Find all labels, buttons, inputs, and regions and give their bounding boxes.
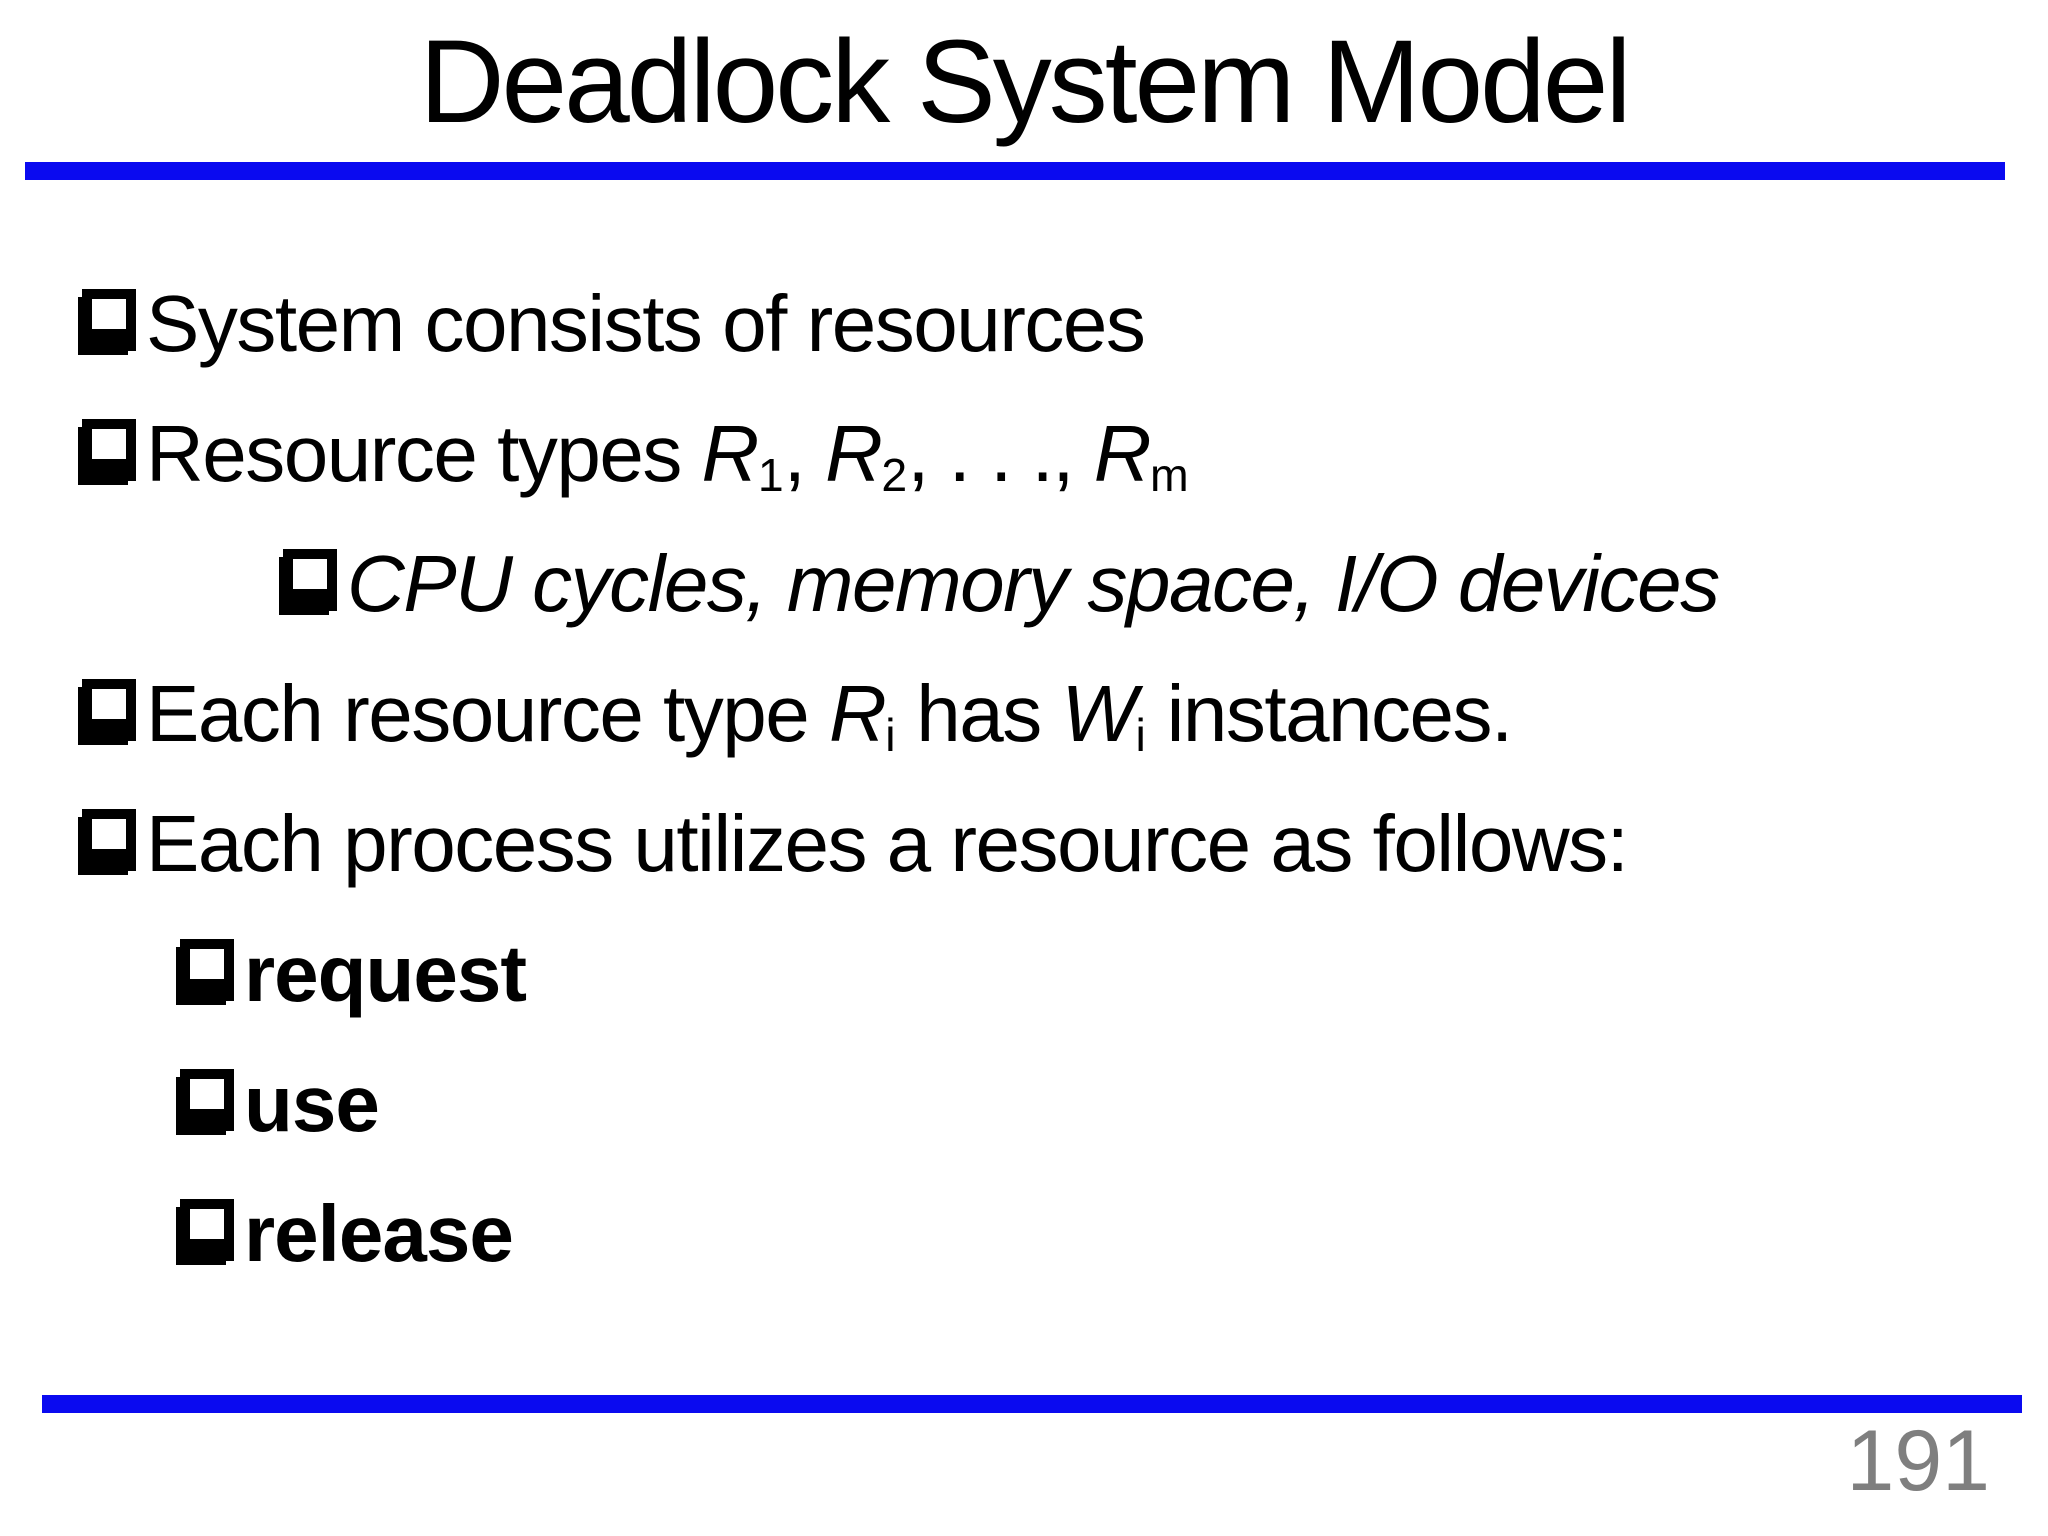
bullet-text: use [244,1058,380,1150]
text-segment: Resource types [146,409,702,498]
text-segment: W [1061,669,1138,758]
text-segment: R [825,409,883,498]
bullet-item: use [0,1039,2048,1169]
top-accent-line [25,162,2005,180]
square-bullet-icon [82,679,136,741]
text-segment: request [244,929,527,1018]
square-bullet-icon [283,549,337,611]
bullet-text: Resource types R1, R2, . . ., Rm [146,408,1189,502]
text-segment: 2 [881,449,908,502]
text-segment: instances. [1145,669,1514,758]
text-segment: Each resource type [146,669,829,758]
text-segment: has [895,669,1062,758]
square-bullet-icon [180,1069,234,1131]
bullet-item: System consists of resources [0,259,2048,389]
bullet-text: System consists of resources [146,278,1146,370]
text-segment: System consists of resources [146,279,1146,368]
square-bullet-icon [180,939,234,1001]
bullet-text: request [244,928,527,1020]
bullet-text: Each process utilizes a resource as foll… [146,798,1629,890]
text-segment: Each process utilizes a resource as foll… [146,799,1629,888]
text-segment: release [244,1189,514,1278]
text-segment: m [1150,449,1189,502]
text-segment: 1 [757,449,784,502]
text-segment: R [1093,409,1152,498]
bullet-item: CPU cycles, memory space, I/O devices [0,519,2048,649]
bullet-item: Each process utilizes a resource as foll… [0,779,2048,909]
text-segment: CPU cycles, memory space, I/O devices [347,539,1720,628]
text-segment: R [828,669,887,758]
text-segment: i [885,709,896,762]
bullet-item: request [0,909,2048,1039]
text-segment: , . . ., [907,409,1094,498]
text-segment: i [1135,709,1146,762]
page-number: 191 [1846,1413,1991,1509]
bullet-text: CPU cycles, memory space, I/O devices [347,538,1720,630]
bullet-text: release [244,1188,514,1280]
text-segment: R [701,409,760,498]
bottom-accent-line [42,1395,2022,1413]
square-bullet-icon [82,289,136,351]
bullet-item: Each resource type Ri has Wi instances. [0,649,2048,779]
slide-title: Deadlock System Model [419,16,1631,148]
bullet-text: Each resource type Ri has Wi instances. [146,668,1514,762]
square-bullet-icon [82,809,136,871]
text-segment: use [244,1059,380,1148]
square-bullet-icon [180,1199,234,1261]
text-segment: , [783,409,826,498]
square-bullet-icon [82,419,136,481]
bullet-item: Resource types R1, R2, . . ., Rm [0,389,2048,519]
bullet-item: release [0,1169,2048,1299]
